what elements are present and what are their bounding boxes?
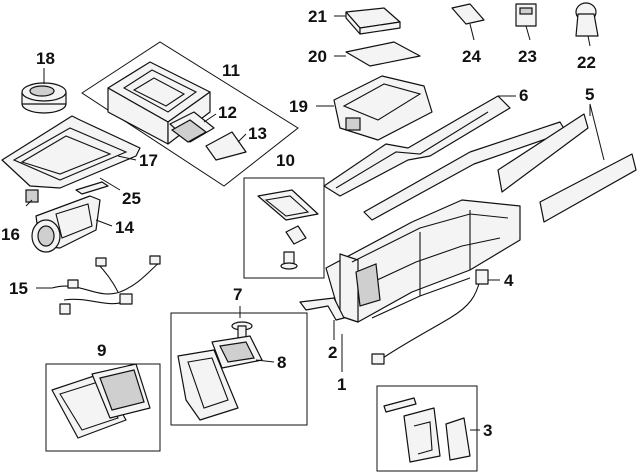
callout-25: 25	[122, 189, 141, 208]
callout-22: 22	[577, 53, 596, 72]
callout-19: 19	[289, 97, 308, 116]
callout-7: 7	[233, 285, 242, 304]
callout-11: 11	[222, 61, 240, 80]
callout-14: 14	[115, 218, 134, 237]
part-20-mat	[334, 41, 421, 67]
group-box-10	[243, 177, 325, 279]
callout-8: 8	[277, 353, 286, 372]
callout-21: 21	[308, 7, 327, 26]
part-14-shifter-housing	[31, 195, 113, 253]
group-box-3	[376, 385, 478, 472]
part-7-trim-panel	[177, 349, 239, 421]
part-22-shift-knob	[575, 2, 599, 47]
part-2-bracket	[299, 297, 345, 340]
callout-24: 24	[462, 47, 481, 66]
callout-13: 13	[248, 124, 267, 143]
part-1-console-body	[325, 199, 521, 372]
part-16-bracket	[25, 189, 39, 207]
part-17-console-bezel	[1, 115, 141, 189]
part-25-switch	[75, 177, 121, 195]
group-box-9	[45, 363, 161, 452]
callout-17: 17	[139, 151, 158, 170]
callout-3: 3	[483, 421, 492, 440]
part-9-cupholder	[51, 363, 151, 439]
callout-16: 16	[1, 225, 20, 244]
callout-4: 4	[504, 271, 514, 290]
part-12-switch-panel	[169, 111, 217, 143]
group-box-11	[81, 41, 299, 187]
part-13-cover	[205, 131, 247, 161]
callout-10: 10	[276, 151, 295, 170]
part-23-switch	[515, 3, 537, 41]
part-18-controller	[21, 68, 67, 114]
part-7-clip	[231, 306, 253, 341]
part-21-tray	[334, 7, 401, 35]
callout-6: 6	[519, 86, 528, 105]
part-24-clip	[451, 3, 485, 41]
group-box-7	[170, 312, 308, 426]
part-3-bracket-set	[383, 397, 480, 463]
part-4-harness	[371, 269, 500, 365]
part-19-armrest-lid	[316, 75, 433, 141]
callout-23: 23	[518, 47, 537, 66]
callout-1: 1	[337, 375, 346, 394]
callout-9: 9	[97, 341, 106, 360]
part-10-bezel-set	[257, 189, 319, 270]
callout-5: 5	[585, 85, 594, 104]
callout-15: 15	[9, 279, 28, 298]
callout-18: 18	[36, 49, 55, 68]
callout-12: 12	[218, 103, 237, 122]
part-8-switch-bezel	[211, 335, 275, 369]
part-15-wiring-harness	[36, 255, 161, 315]
callout-2: 2	[328, 343, 337, 362]
part-5-side-panels	[497, 103, 637, 223]
callout-20: 20	[308, 47, 327, 66]
